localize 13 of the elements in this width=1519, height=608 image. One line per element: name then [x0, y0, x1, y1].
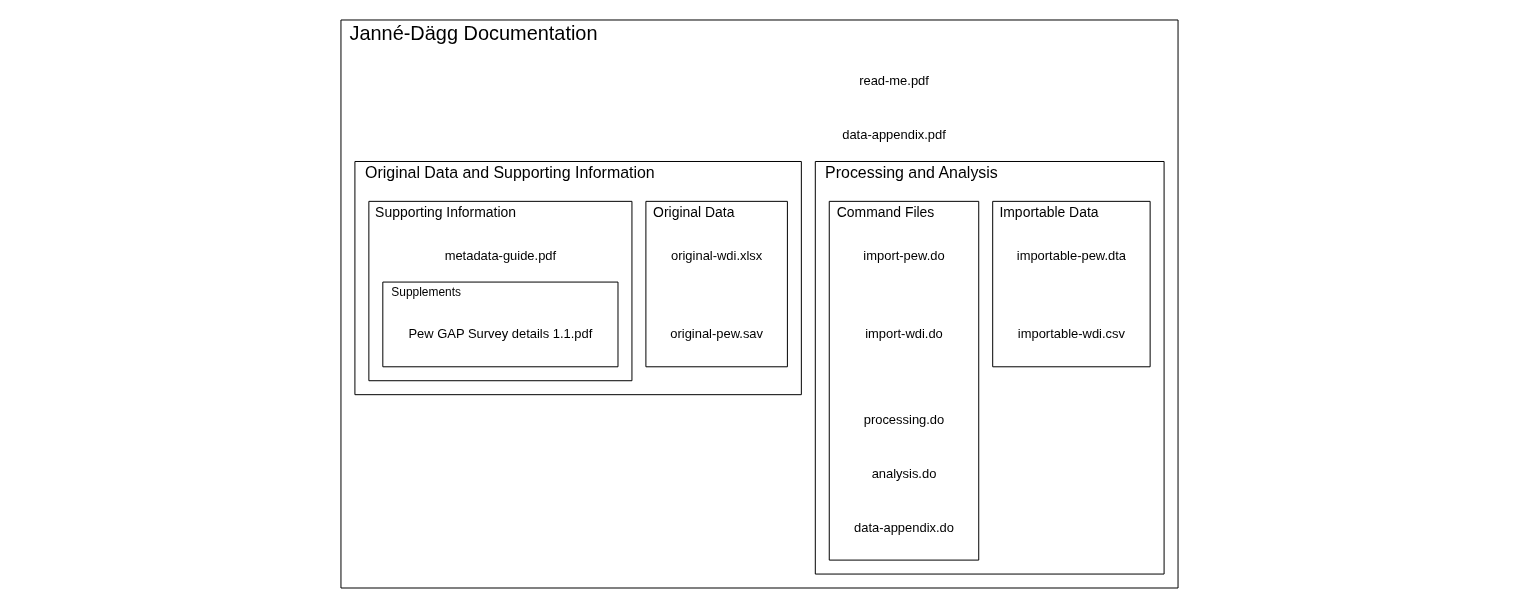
node-text: read-me.pdf	[859, 73, 929, 89]
node-text: import-pew.do	[863, 247, 945, 263]
node-text: import-wdi.do	[865, 326, 943, 342]
node-text: data-appendix.pdf	[842, 126, 946, 142]
node-text: analysis.do	[871, 465, 937, 481]
node-text: processing.do	[863, 411, 945, 427]
node-text: importable-wdi.csv	[1017, 326, 1125, 342]
node-text: metadata-guide.pdf	[444, 247, 557, 263]
node-text: importable-pew.dta	[1016, 247, 1127, 263]
node-text: original-wdi.xlsx	[670, 247, 763, 263]
node-text: data-appendix.do	[854, 519, 954, 535]
node-text: original-pew.sav	[670, 326, 764, 342]
node-text: Pew GAP Survey details 1.1.pdf	[408, 326, 593, 342]
